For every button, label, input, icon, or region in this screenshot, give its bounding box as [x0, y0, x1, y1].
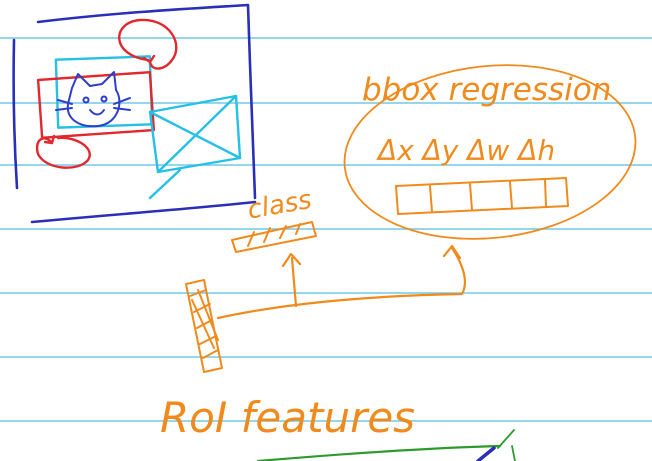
roi-features-label: RoI features	[160, 393, 415, 442]
class-output-vector	[231, 221, 317, 253]
head-connector-arrows	[216, 244, 467, 320]
regression-ellipse	[343, 64, 637, 240]
deltas-label: Δx Δy Δw Δh	[376, 134, 555, 167]
bbox-regression-label: bbox regression	[362, 72, 611, 108]
red-arrow-top-right	[118, 18, 178, 70]
image-frame	[12, 3, 257, 224]
cat-doodle	[55, 71, 131, 128]
red-arrow-bottom-left	[35, 134, 91, 169]
ruled-lines	[0, 37, 652, 422]
green-tick	[497, 429, 516, 461]
green-underline	[256, 444, 502, 461]
bbox-output-vector	[395, 177, 569, 215]
red-box	[36, 70, 156, 140]
roi-feature-column	[185, 279, 223, 373]
blue-pen-stroke	[476, 446, 496, 461]
cyan-crossed-box	[148, 94, 242, 200]
